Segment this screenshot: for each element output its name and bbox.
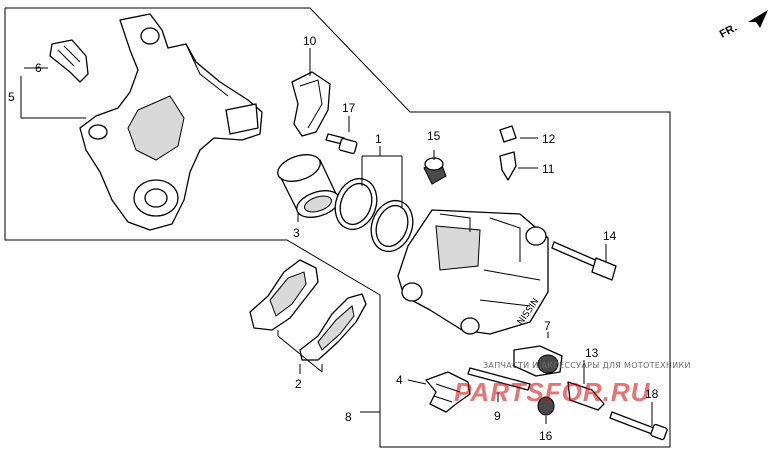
pin-bolt-small — [325, 133, 358, 155]
callout-12: 12 — [542, 132, 556, 146]
callout-1: 1 — [375, 132, 382, 146]
watermark: ЗАПЧАСТИ И АКСЕССУАРЫ ДЛЯ МОТОТЕХНИКИ PA… — [454, 361, 691, 407]
watermark-logo: PARTSFOR.RU — [454, 377, 651, 407]
callout-7: 7 — [544, 319, 551, 333]
caliper-pin-bolt — [551, 241, 617, 281]
slide-pin — [467, 367, 531, 391]
callout-18: 18 — [645, 387, 659, 401]
callout-2: 2 — [295, 377, 302, 391]
pad-spring-plate — [425, 371, 471, 413]
callout-17: 17 — [342, 101, 356, 115]
pin-boot — [513, 345, 605, 411]
svg-text:FR.: FR. — [718, 22, 739, 41]
bleeder-cap — [423, 157, 447, 185]
leader-lines — [20, 48, 653, 426]
assembly-boundary-lines — [4, 7, 671, 448]
callout-9: 9 — [494, 409, 501, 423]
callout-8: 8 — [345, 410, 352, 424]
caliper-body: NISSIN — [397, 209, 549, 335]
callout-11: 11 — [542, 162, 555, 176]
pad-spring — [291, 71, 331, 137]
watermark-tagline: ЗАПЧАСТИ И АКСЕССУАРЫ ДЛЯ МОТОТЕХНИКИ — [483, 361, 691, 370]
brake-pad-inner — [249, 259, 319, 331]
callout-labels: 1 2 3 4 5 6 7 8 9 10 11 12 13 14 15 16 1… — [8, 34, 659, 443]
callout-3: 3 — [293, 226, 300, 240]
callout-5: 5 — [8, 90, 15, 104]
sleeve-collar — [537, 396, 555, 416]
front-arrow-icon — [748, 10, 768, 28]
pad-retainer-clip — [49, 39, 89, 83]
callout-15: 15 — [427, 129, 441, 143]
mounting-bolt — [609, 411, 668, 441]
front-direction-indicator: FR. — [718, 10, 768, 41]
callout-4: 4 — [396, 373, 403, 387]
callout-13: 13 — [585, 346, 599, 360]
bleeder-valve — [499, 125, 517, 181]
caliper-piston — [277, 154, 340, 218]
callout-6: 6 — [35, 61, 42, 75]
piston-seals — [334, 177, 414, 253]
caliper-bracket — [79, 13, 263, 231]
brake-pad-outer — [299, 293, 367, 361]
callout-14: 14 — [603, 229, 617, 243]
callout-10: 10 — [303, 34, 317, 48]
callout-16: 16 — [539, 429, 553, 443]
